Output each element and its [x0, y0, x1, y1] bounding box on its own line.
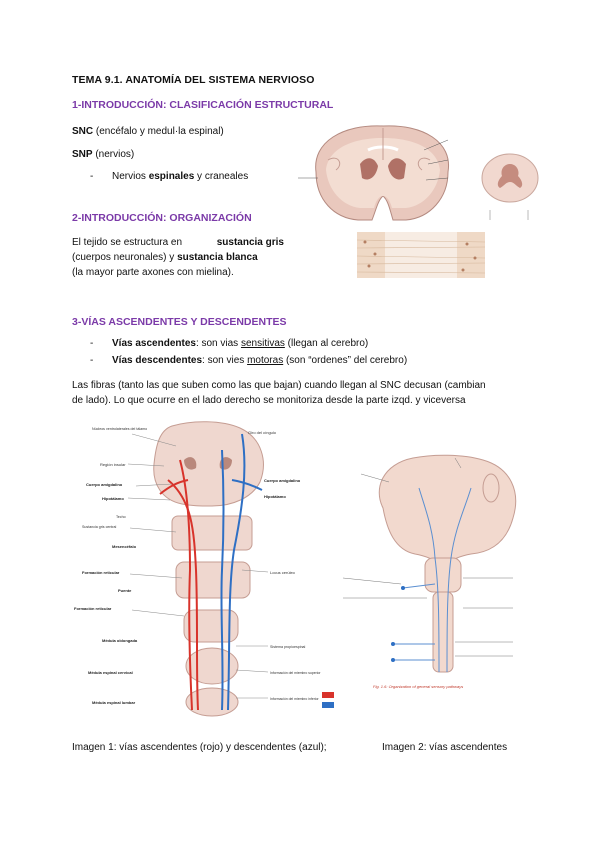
fig1-label-medula-oblongada: Médula oblongada	[102, 638, 138, 643]
section-heading-2: 2-INTRODUCCIÓN: ORGANIZACIÓN	[72, 212, 252, 224]
brain-coronal-figure	[298, 120, 468, 225]
bullet-descendentes: - Vías descendentes: son vies motoras (s…	[90, 355, 408, 366]
fig1-label-hypothalamus-right: Hipotálamo	[264, 494, 286, 499]
fig1-label-miembro-superior: Información del miembro superior	[270, 671, 321, 675]
fig1-label-gris-central: Sustancia gris central	[82, 525, 117, 529]
fig1-label-insular: Región insular	[100, 462, 126, 467]
fig1-label-amygdala-right: Cuerpo amigdalino	[264, 478, 301, 483]
organization-paragraph: El tejido se estructura en sustancia gri…	[72, 237, 284, 278]
fig1-label-techo: Techo	[116, 515, 126, 519]
section-heading-1: 1-INTRODUCCIÓN: CLASIFICACIÓN ESTRUCTURA…	[72, 99, 334, 111]
fig1-label-hypothalamus-left: Hipotálamo	[102, 496, 124, 501]
fig1-label-amygdala-left: Cuerpo amigdalino	[86, 482, 123, 487]
fig1-label-thalamus: Núcleos ventrolaterales del tálamo	[92, 427, 147, 431]
section-heading-3: 3-VÍAS ASCENDENTES Y DESCENDENTES	[72, 316, 287, 328]
nerve-tissue-histology-figure	[356, 232, 486, 284]
fig1-label-propioespinal: Sistema propioespinal	[270, 645, 306, 649]
sensory-pathways-figure-2: Fig. 1.6: Organization of general sensor…	[342, 448, 543, 698]
bullet-nervios: - Nervios espinales y craneales	[90, 171, 249, 182]
fig1-label-cingulo: Giro del cíngulo	[248, 430, 277, 435]
fig2-caption: Fig. 1.6: Organization of general sensor…	[373, 684, 463, 689]
bullet-ascendentes: - Vías ascendentes: son vias sensitivas …	[90, 338, 369, 349]
decussation-paragraph: Las fibras (tanto las que suben como las…	[72, 380, 486, 406]
fig1-label-medula-lumbar: Médula espinal lumbar	[92, 700, 136, 705]
fig1-label-miembro-inferior: Información del miembro inferior	[270, 697, 319, 701]
fig1-label-puente: Puente	[118, 588, 132, 593]
fig1-label-medula-cervical: Médula espinal cervical	[88, 670, 133, 675]
fig1-label-mesencefalo: Mesencéfalo	[112, 544, 137, 549]
caption-image-2: Imagen 2: vías ascendentes	[382, 742, 508, 753]
pathways-figure-1: Núcleos ventrolaterales del tálamo Regió…	[72, 420, 340, 718]
snp-line: SNP (nervios)	[72, 149, 135, 160]
caption-image-1: Imagen 1: vías ascendentes (rojo) y desc…	[72, 742, 327, 753]
snc-line: SNC (encéfalo y medul·la espinal)	[72, 126, 224, 137]
spinal-cord-section-figure	[470, 150, 550, 225]
fig1-label-locus: Locus cerúleo	[270, 570, 296, 575]
page-title: TEMA 9.1. ANATOMÍA DEL SISTEMA NERVIOSO	[72, 74, 315, 86]
fig1-label-formacion-reticular-1: Formación reticular	[82, 570, 120, 575]
fig1-label-formacion-reticular-2: Formación reticular	[74, 606, 112, 611]
